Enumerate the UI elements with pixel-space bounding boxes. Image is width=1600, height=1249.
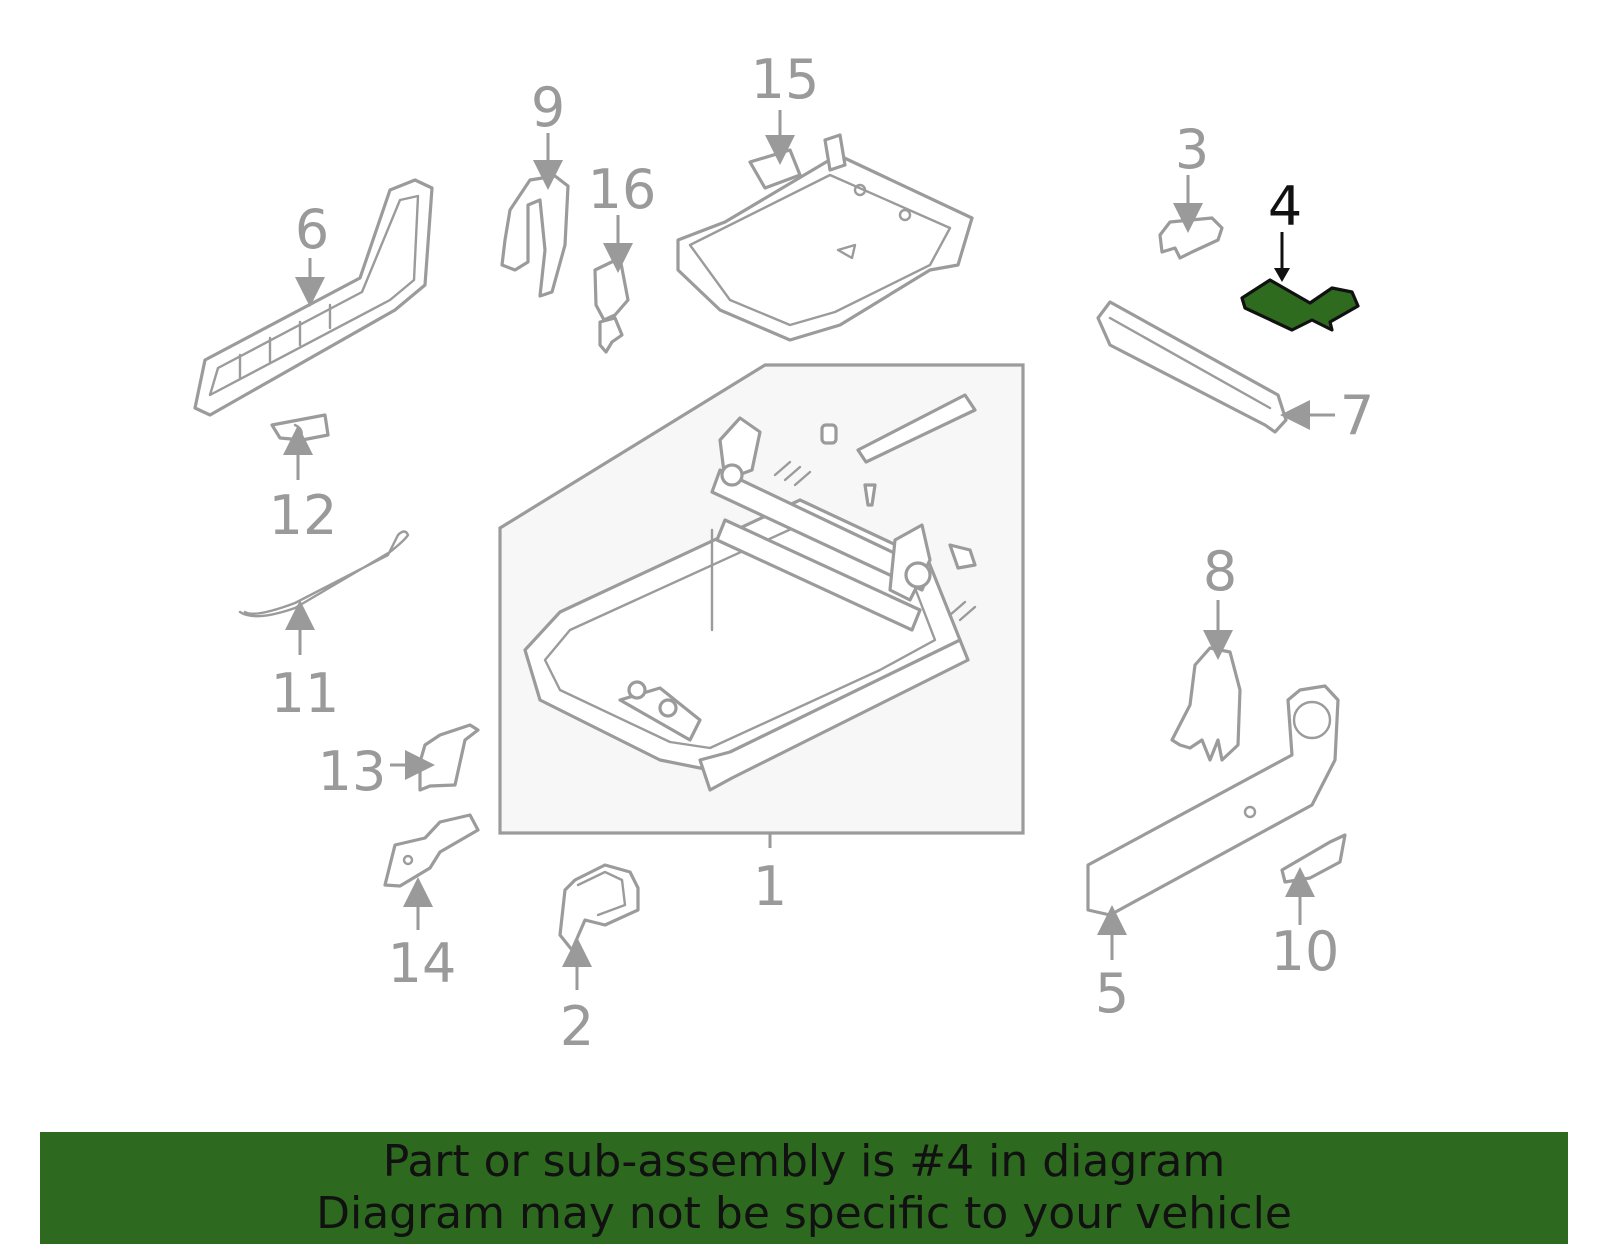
part-14-bracket[interactable] [383,813,480,888]
callout-13[interactable]: 13 [318,740,387,803]
part-13-bracket[interactable] [418,723,480,792]
banner-line-1: Part or sub-assembly is #4 in diagram [382,1136,1226,1187]
part-8-cover[interactable] [1170,646,1242,762]
callout-1[interactable]: 1 [753,855,787,918]
part-2-bracket[interactable] [558,863,640,952]
callout-6[interactable]: 6 [295,198,329,261]
callout-labels: 1 2 3 4 5 6 7 8 9 10 11 12 13 14 15 16 [269,48,1375,1058]
part-9-cover[interactable] [500,174,570,298]
part-3-clip[interactable] [1158,216,1224,260]
part-1-seat-track-assembly[interactable] [498,363,1025,835]
part-12-clip[interactable] [270,413,330,442]
part-16-bracket[interactable] [593,256,630,354]
callout-3[interactable]: 3 [1175,118,1209,181]
part-11-cable[interactable] [238,530,410,618]
callout-8[interactable]: 8 [1203,540,1237,603]
part-4-highlighted-clip[interactable] [1240,278,1360,332]
callout-12[interactable]: 12 [269,484,338,547]
callout-2[interactable]: 2 [560,995,594,1058]
callout-9[interactable]: 9 [531,76,565,139]
callout-16[interactable]: 16 [588,158,657,221]
callout-7[interactable]: 7 [1340,384,1374,447]
leader-lines [283,110,1335,990]
callout-4[interactable]: 4 [1268,175,1302,238]
part-10-trim[interactable] [1280,833,1347,884]
callout-11[interactable]: 11 [271,662,340,725]
info-banner: Part or sub-assembly is #4 in diagram Di… [40,1132,1568,1244]
part-7-rail[interactable] [1096,300,1288,434]
callout-10[interactable]: 10 [1271,920,1340,983]
banner-line-2: Diagram may not be specific to your vehi… [316,1188,1292,1239]
callout-14[interactable]: 14 [388,932,457,995]
callout-15[interactable]: 15 [751,48,820,111]
callout-5[interactable]: 5 [1095,962,1129,1025]
part-15-seat-pan[interactable] [676,133,974,342]
part-6-side-shield[interactable] [193,178,434,417]
